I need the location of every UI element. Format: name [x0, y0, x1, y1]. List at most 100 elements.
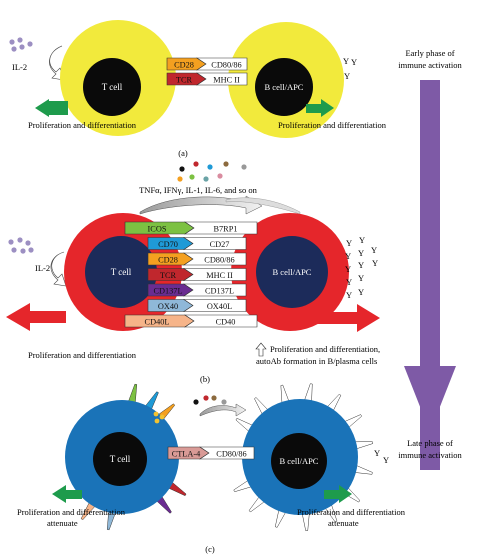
left-caption-c-2: attenuate — [47, 518, 78, 528]
antibody-glyph: Y — [343, 56, 349, 66]
b-cell-label-a: B cell/APC — [265, 82, 304, 92]
antibody-glyph: Y — [344, 71, 350, 81]
left-caption-b: Proliferation and differentiation — [28, 350, 137, 360]
right-caption-c-2: attenuate — [328, 518, 359, 528]
antibodies-c: Y Y — [374, 448, 389, 465]
antibody-glyph: Y — [346, 238, 352, 248]
antibodies-b: Y Y Y Y Y Y Y Y Y Y Y Y — [345, 235, 378, 300]
t-cell-nucleus-a — [83, 58, 141, 116]
up-arrow-b — [255, 342, 267, 357]
receptor-pair: CD28 CD80/86 — [147, 252, 247, 266]
antibodies-a: Y Y Y — [343, 56, 357, 81]
autocrine-arrow-b — [50, 251, 67, 287]
ligand-label: CD137L — [205, 287, 234, 296]
ligand-tag — [184, 221, 258, 235]
left-caption-a: Proliferation and differentiation — [28, 120, 137, 130]
ligand-tag — [184, 314, 258, 328]
b-cell-nucleus-a — [255, 58, 313, 116]
antibody-glyph: Y — [346, 290, 352, 300]
receptor-pair: TCR MHC II — [147, 268, 247, 281]
ligand-tag — [183, 299, 247, 312]
receptor-pair: CD40L CD40 — [124, 314, 258, 328]
ligand-label: CD80/86 — [216, 450, 246, 459]
ligand-label: CD27 — [210, 240, 230, 249]
b-cell-label-b: B cell/APC — [273, 267, 312, 277]
receptor-pair: CD70 CD27 — [147, 237, 247, 250]
ligand-label: MHC II — [213, 76, 240, 85]
cytokine-dots-b — [177, 161, 247, 182]
panel-label-b: (b) — [200, 374, 210, 384]
antibody-glyph: Y — [358, 260, 364, 270]
right-caption-c-1: Proliferation and differentiation — [297, 507, 406, 517]
ligand-tag — [196, 72, 248, 86]
right-caption-a: Proliferation and differentiation — [278, 120, 387, 130]
cytokine-dots-c — [193, 395, 227, 405]
t-cell-label-b: T cell — [111, 267, 132, 277]
right-red-arrow-b — [316, 304, 380, 332]
receptor-pair: CD137L CD137L — [147, 283, 247, 297]
right-green-arrowhead-a — [321, 99, 334, 117]
receptor-label: TCR — [160, 271, 177, 280]
panel-label-c: (c) — [205, 544, 215, 554]
ligand-label: CD80/86 — [211, 61, 241, 70]
ligand-label: CD40 — [216, 318, 236, 327]
antibody-glyph: Y — [345, 264, 351, 274]
ligand-tag — [183, 268, 247, 281]
ligand-label: MHC II — [206, 271, 233, 280]
receptor-label: CD70 — [158, 240, 178, 249]
left-red-arrow-b — [6, 303, 66, 331]
ctla4-ligand-dots — [153, 411, 165, 424]
right-green-arrow-c — [324, 490, 341, 499]
paracrine-arrow-c — [199, 403, 247, 417]
ligand-label: CD80/86 — [204, 256, 234, 265]
left-caption-c-1: Proliferation and differentiation — [17, 507, 126, 517]
ligand-label: B7RP1 — [214, 225, 238, 234]
t-cell-label-a: T cell — [102, 82, 123, 92]
antibody-glyph: Y — [374, 448, 380, 458]
il2-label-a: IL-2 — [12, 62, 27, 72]
early-phase-label-1: Early phase of — [405, 48, 454, 58]
left-green-arrowhead-c — [52, 485, 66, 503]
antibody-glyph: Y — [358, 273, 364, 283]
cytokines-label: TNFα, IFNγ, IL-1, IL-6, and so on — [139, 185, 258, 195]
il2-label-b: IL-2 — [35, 263, 50, 273]
antibody-glyph: Y — [345, 251, 351, 261]
antibody-glyph: Y — [351, 57, 357, 67]
panel-label-a: (a) — [178, 148, 188, 158]
late-phase-label-1: Late phase of — [407, 438, 453, 448]
t-cell-nucleus-c — [93, 432, 147, 486]
receptor-label: CD137L — [153, 287, 182, 296]
antibody-glyph: Y — [371, 245, 377, 255]
b-cell-nucleus-b — [256, 236, 328, 308]
b-cell-nucleus-c — [271, 433, 327, 489]
right-caption-b-2: autoAb formation in B/plasma cells — [256, 356, 377, 366]
left-green-arrowhead-a — [35, 99, 49, 117]
antibody-glyph: Y — [358, 248, 364, 258]
receptor-label: CD40L — [145, 318, 170, 327]
panel-b: TNFα, IFNγ, IL-1, IL-6, and so on IL-2 T… — [6, 161, 380, 384]
early-phase-label-2: immune activation — [398, 60, 462, 70]
antibody-glyph: Y — [359, 235, 365, 245]
antibody-glyph: Y — [372, 258, 378, 268]
paracrine-arrow-b2 — [225, 197, 301, 215]
left-green-arrow-a — [35, 101, 68, 115]
timeline-arrow-head — [404, 366, 456, 432]
ligand-tag — [183, 252, 247, 266]
ligand-tag — [196, 57, 248, 71]
cytokine-dots-a — [9, 37, 33, 52]
cytokine-dots-b-left — [8, 237, 34, 254]
t-cell-label-c: T cell — [110, 454, 131, 464]
receptor-label: OX40 — [158, 302, 178, 311]
receptor-label: CD28 — [158, 256, 178, 265]
ligand-tag — [183, 237, 247, 250]
